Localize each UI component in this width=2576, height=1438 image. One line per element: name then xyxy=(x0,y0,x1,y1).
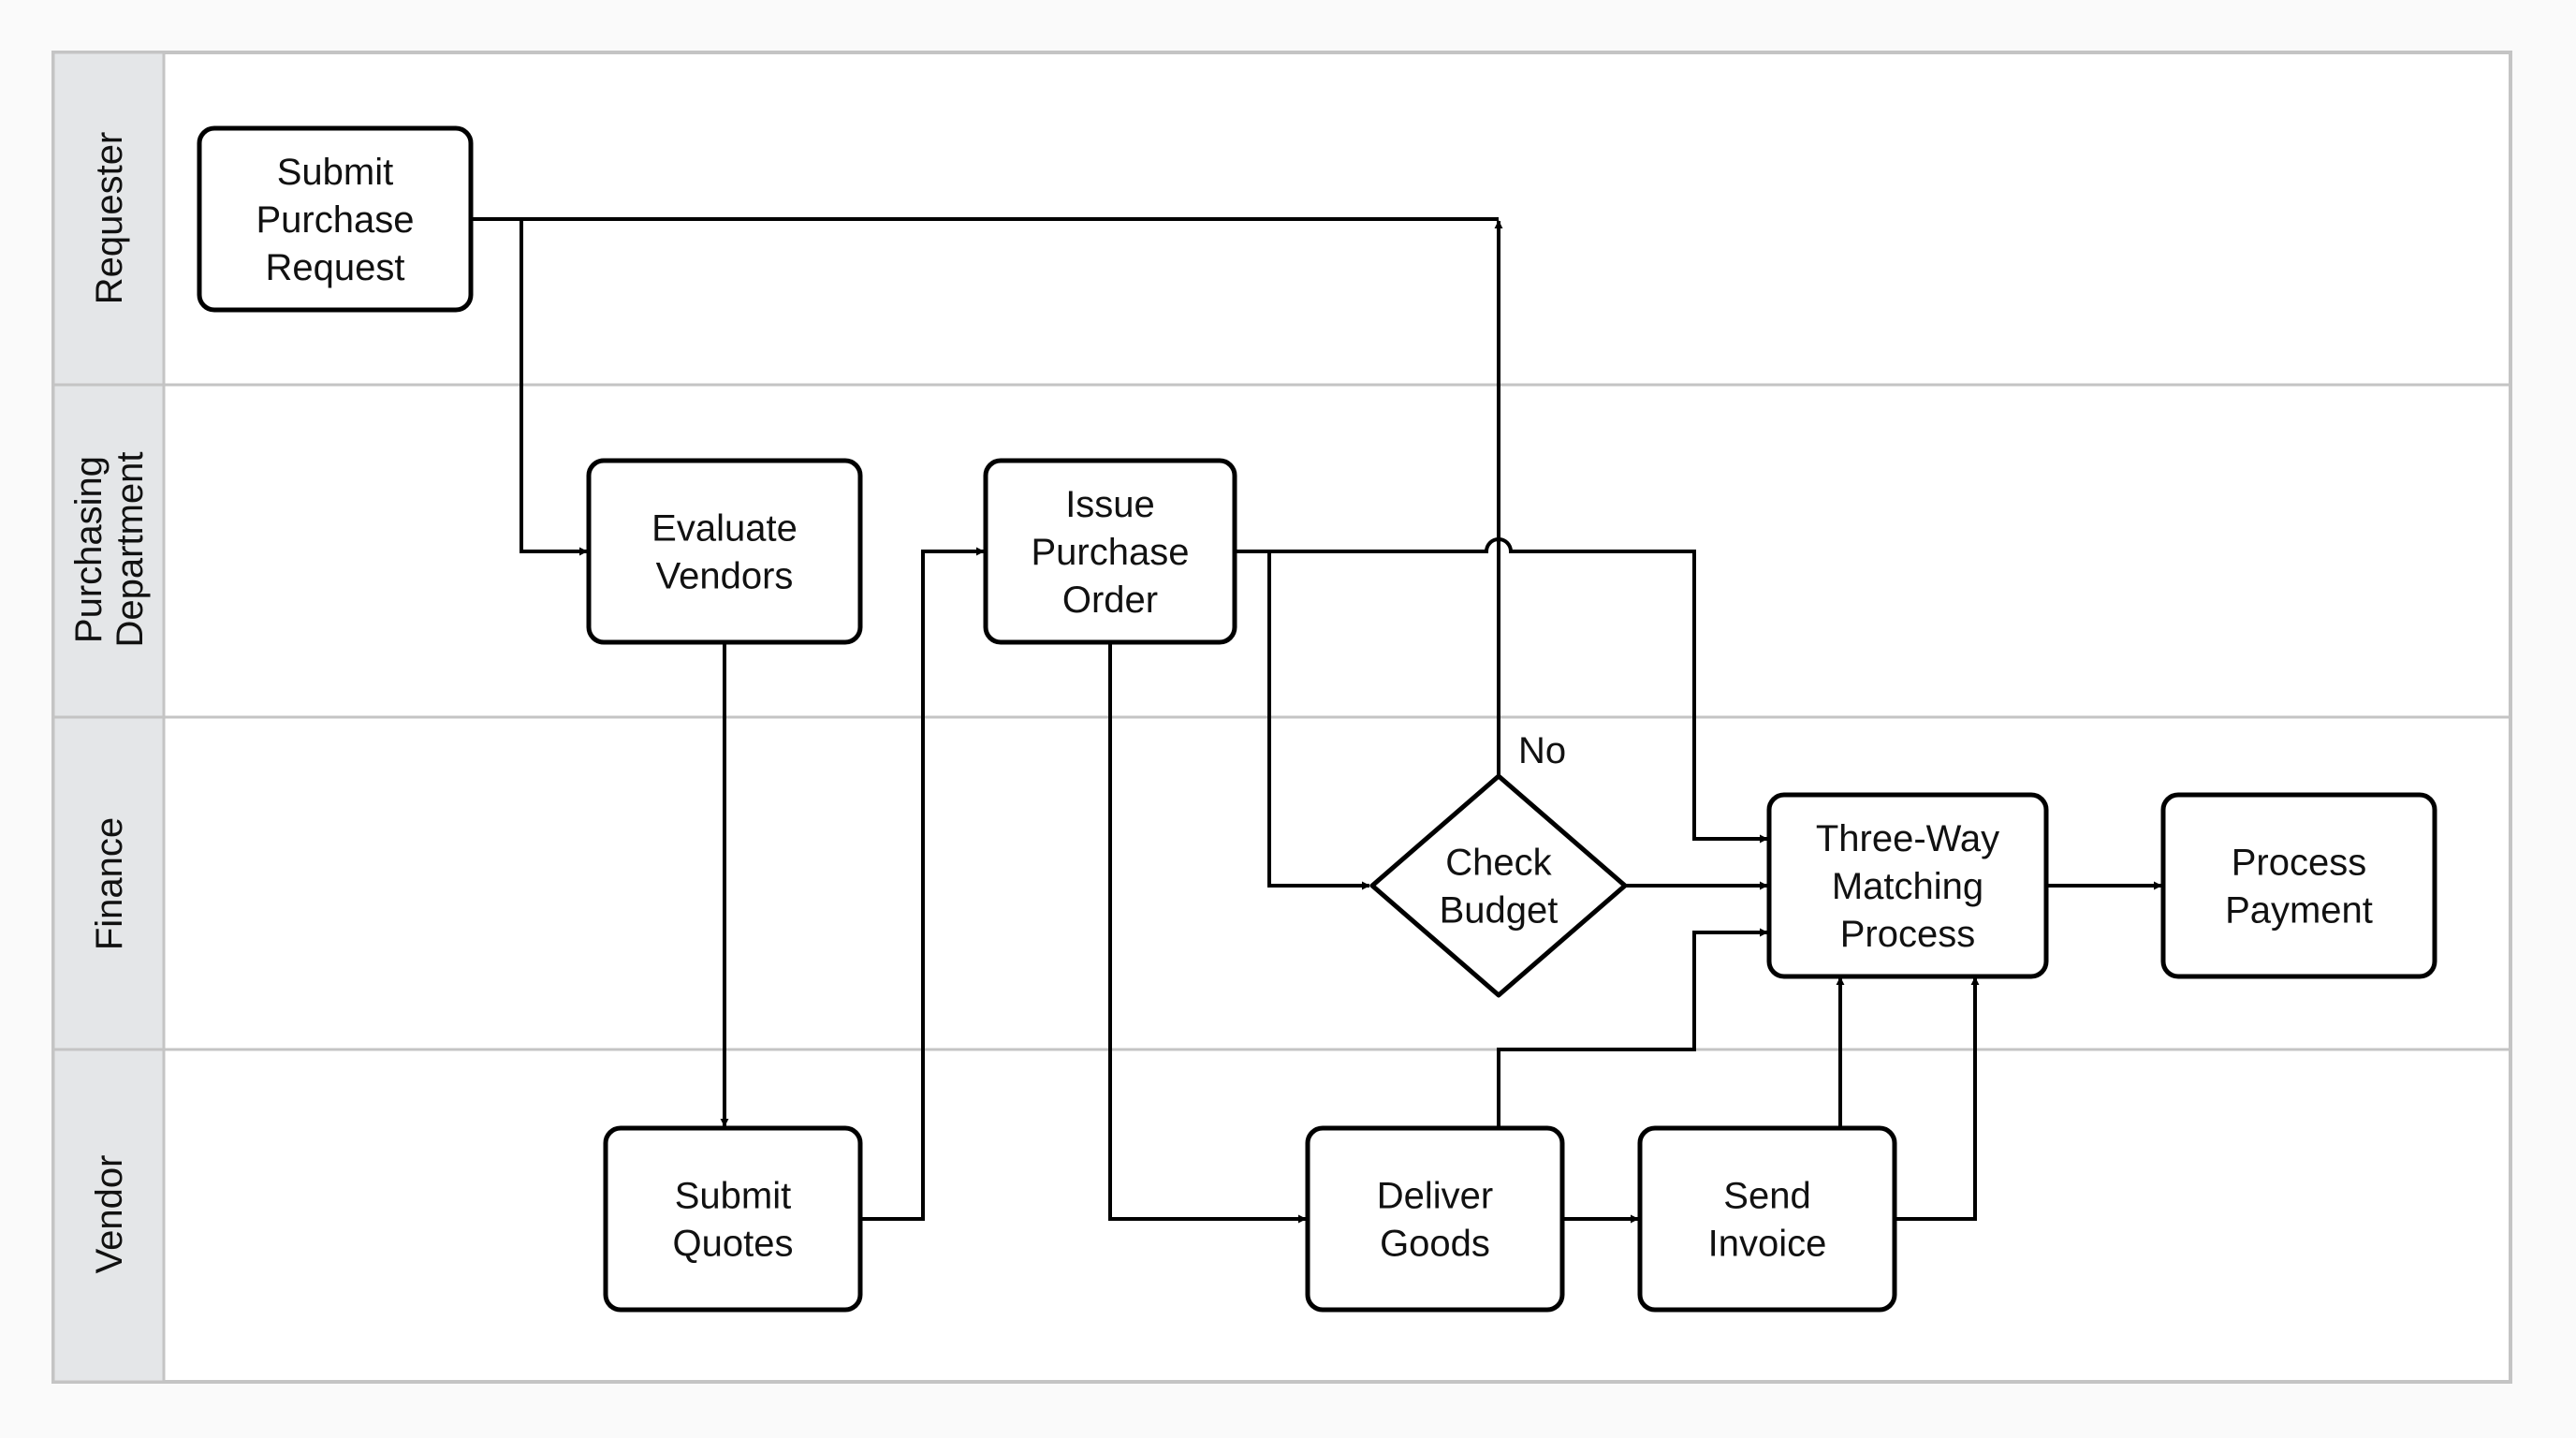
node-label-line: Three-Way xyxy=(1816,818,1999,859)
lane-finance: Finance xyxy=(51,715,2510,1051)
node-label-line: Deliver xyxy=(1377,1176,1493,1217)
lane-header-finance xyxy=(51,715,166,1051)
lane-requester: Requester xyxy=(51,51,166,387)
node-label-line: Request xyxy=(266,247,405,288)
connectors: No xyxy=(473,217,2162,1224)
process-box xyxy=(983,458,1237,645)
connector-request-to-evaluate xyxy=(473,217,588,556)
process-box xyxy=(1766,792,2049,979)
node-label-line: Quotes xyxy=(673,1224,794,1265)
node-label-line: Submit xyxy=(277,152,394,193)
node-label-line: Check xyxy=(1445,843,1552,884)
lane-header-requester xyxy=(51,51,166,387)
node-label-line: Process xyxy=(1840,914,1976,955)
connector-label-check-no-to-request: No xyxy=(1518,730,1566,771)
node-label-line: Matching xyxy=(1832,866,1983,907)
lane-label-line: Vendor xyxy=(89,1155,130,1274)
node-label-line: Budget xyxy=(1440,890,1559,932)
lane-label-requester: Requester xyxy=(89,132,130,305)
node-label-line: Issue xyxy=(1065,484,1155,525)
node-label-line: Purchase xyxy=(256,199,415,241)
connector-issue-to-matching xyxy=(1269,537,1768,844)
process-box xyxy=(197,125,474,313)
node-label-line: Purchase xyxy=(1032,532,1190,573)
process-box xyxy=(586,458,863,645)
lane-label-line: Department xyxy=(110,452,151,648)
node-label-line: Goods xyxy=(1380,1224,1490,1265)
process-box xyxy=(603,1125,863,1313)
node-label-line: Vendors xyxy=(656,556,794,597)
lane-label-line: Finance xyxy=(89,817,130,950)
node-label-line: Invoice xyxy=(1708,1224,1827,1265)
lane-label-line: Requester xyxy=(89,132,130,305)
connector-issue-to-check xyxy=(1236,550,1370,890)
connector-quotes-to-issue xyxy=(861,547,985,1221)
lane-purchasing: PurchasingDepartment xyxy=(51,383,2510,719)
node-label-line: Evaluate xyxy=(651,508,798,550)
node-label-line: Payment xyxy=(2225,890,2373,932)
connector-issue-to-deliver xyxy=(1108,643,1307,1224)
lane-vendor: Vendor xyxy=(51,1048,2510,1384)
node-label-line: Process xyxy=(2232,843,2367,884)
connector-deliver-to-matching xyxy=(1497,928,1768,1126)
node-label-line: Submit xyxy=(675,1176,792,1217)
node-label-line: Send xyxy=(1723,1176,1810,1217)
process-box xyxy=(1305,1125,1565,1313)
lane-label-purchasing: PurchasingDepartment xyxy=(68,452,151,648)
lane-label-line: Purchasing xyxy=(68,456,110,643)
connector-invoice-to-matching-2 xyxy=(1895,976,1980,1221)
process-box xyxy=(2160,792,2437,979)
lane-label-finance: Finance xyxy=(89,817,130,950)
lane-label-vendor: Vendor xyxy=(89,1155,130,1274)
process-box xyxy=(1637,1125,1897,1313)
decision-diamond xyxy=(1369,773,1628,998)
node-label-line: Order xyxy=(1062,580,1158,621)
lane-header-purchasing xyxy=(51,383,166,719)
